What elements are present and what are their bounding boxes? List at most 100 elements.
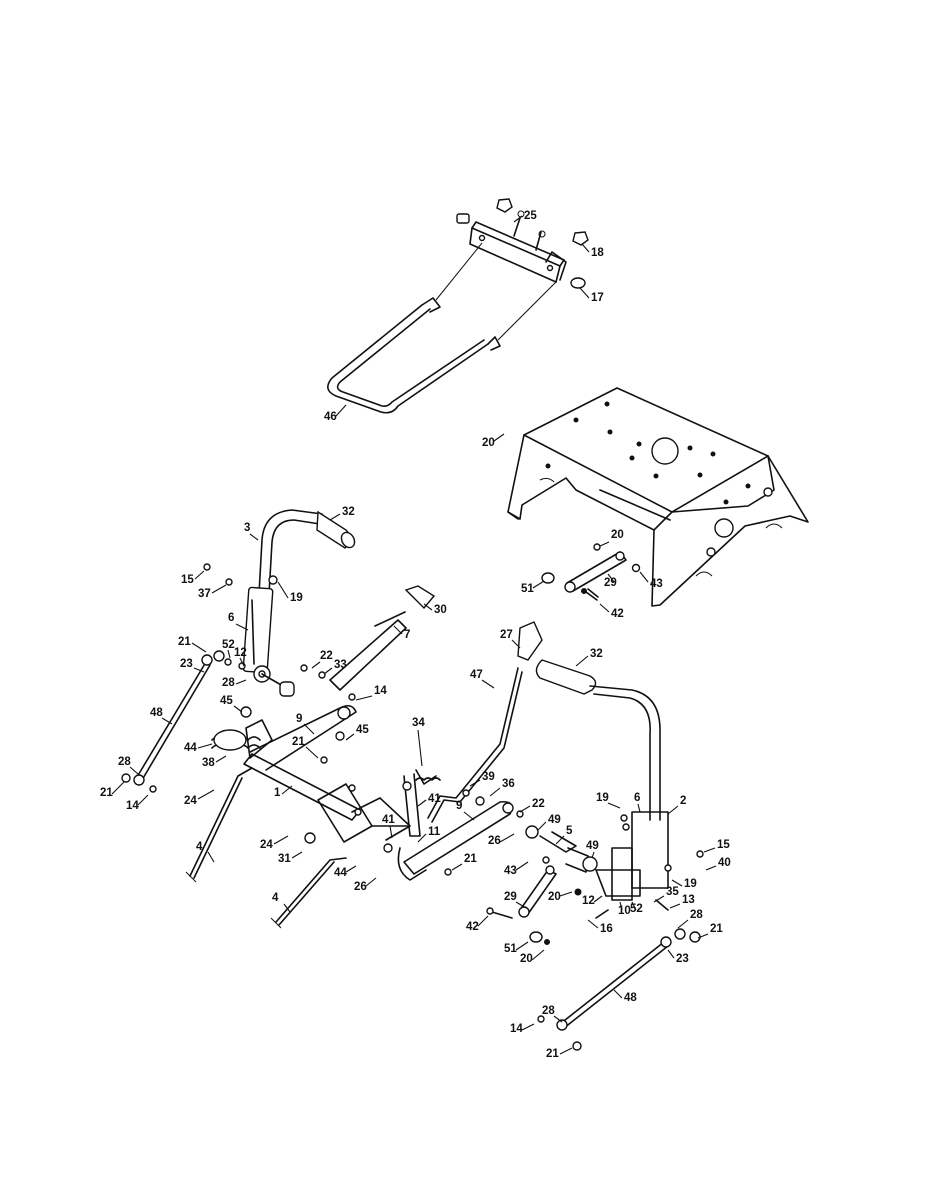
handle-bracket-assembly (327, 198, 589, 414)
part-callout: 27 (500, 629, 513, 641)
part-callout: 20 (482, 437, 495, 449)
callout-leader (493, 433, 505, 442)
part-callout: 51 (504, 943, 517, 955)
part-callout: 49 (548, 814, 561, 826)
callout-leader (555, 835, 565, 845)
callout-leader (575, 655, 589, 667)
callout-leader (303, 723, 315, 735)
callout-leader (537, 821, 547, 831)
part-callout: 41 (382, 814, 395, 826)
callout-leader (355, 695, 373, 701)
callout-leader (281, 785, 293, 795)
part-callout: 21 (710, 923, 723, 935)
callout-leader (191, 642, 207, 653)
part-callout: 43 (504, 865, 517, 877)
part-callout: 12 (582, 895, 595, 907)
part-callout: 20 (548, 891, 561, 903)
part-callout: 46 (324, 411, 337, 423)
callout-leader (211, 584, 227, 594)
part-callout: 14 (126, 800, 139, 812)
callout-leader (619, 901, 623, 911)
callout-leader (463, 811, 475, 821)
grip-and-bracket (300, 585, 436, 701)
right-arm (397, 773, 514, 881)
part-callout: 29 (604, 577, 617, 589)
callout-leader (345, 733, 355, 741)
part-callout: 44 (334, 867, 347, 879)
callout-leader (137, 794, 149, 806)
callout-leader (515, 941, 529, 951)
callout-leader (531, 949, 545, 961)
callout-leader (451, 863, 463, 871)
callout-leader (417, 833, 427, 843)
callout-leader (613, 989, 623, 999)
part-callout: 21 (546, 1048, 559, 1060)
part-callout: 38 (202, 757, 215, 769)
part-callout: 22 (320, 650, 333, 662)
part-callout: 16 (600, 923, 613, 935)
callout-leader (469, 779, 481, 787)
part-callout: 14 (510, 1023, 523, 1035)
callout-leader (249, 533, 259, 541)
part-callout: 20 (611, 529, 624, 541)
part-callout: 24 (260, 839, 273, 851)
part-callout: 12 (234, 647, 247, 659)
part-callout: 48 (150, 707, 163, 719)
part-callout: 31 (278, 853, 291, 865)
callout-leader (233, 705, 243, 713)
part-callout: 7 (404, 629, 410, 641)
part-callout: 26 (488, 835, 501, 847)
part-callout: 40 (718, 857, 731, 869)
part-callout: 24 (184, 795, 197, 807)
part-callout: 1 (274, 787, 281, 799)
part-callout: 22 (532, 798, 545, 810)
callout-leader (197, 743, 213, 749)
callout-leader (227, 649, 231, 659)
callout-leader (599, 541, 610, 547)
lower-rods (185, 767, 347, 929)
callout-leader (335, 404, 347, 417)
callout-leader (423, 603, 433, 611)
part-callout: 36 (502, 778, 515, 790)
part-callout: 44 (184, 742, 197, 754)
callout-leader (705, 865, 717, 871)
part-callout: 33 (334, 659, 347, 671)
callout-leader (305, 746, 319, 759)
right-control-lever (535, 659, 704, 901)
part-callout: 23 (676, 953, 689, 965)
callout-leader (599, 603, 610, 613)
callout-leader (669, 903, 681, 909)
frame-pivot-rod (541, 543, 641, 601)
part-callout: 37 (198, 588, 211, 600)
callout-leader (194, 570, 205, 580)
part-callout: 19 (684, 878, 697, 890)
part-callout: 42 (466, 921, 479, 933)
part-callout: 6 (634, 792, 640, 804)
part-callout: 23 (180, 658, 193, 670)
part-callout: 5 (566, 825, 573, 837)
callout-leader (283, 903, 291, 913)
callout-leader (311, 661, 321, 669)
part-callout: 11 (428, 826, 441, 838)
part-callout: 35 (666, 886, 679, 898)
callout-leader (477, 915, 489, 927)
part-callout: 14 (374, 685, 387, 697)
callout-leader (593, 895, 603, 903)
part-callout: 28 (222, 677, 235, 689)
part-callout: 20 (520, 953, 533, 965)
part-callout: 43 (650, 578, 663, 590)
callout-leader (515, 861, 529, 871)
callout-leader (559, 891, 573, 897)
callout-leader (553, 1015, 563, 1023)
callout-leader (587, 919, 599, 929)
callout-leader (667, 949, 675, 959)
callout-leader (481, 679, 495, 689)
callout-leader (513, 215, 523, 223)
part-callout: 51 (521, 583, 534, 595)
part-callout: 52 (222, 639, 235, 651)
callout-leader (499, 833, 515, 843)
callout-leader (639, 571, 649, 583)
part-callout: 45 (356, 724, 369, 736)
left-link-rod (121, 650, 225, 793)
callout-leader (193, 667, 205, 673)
